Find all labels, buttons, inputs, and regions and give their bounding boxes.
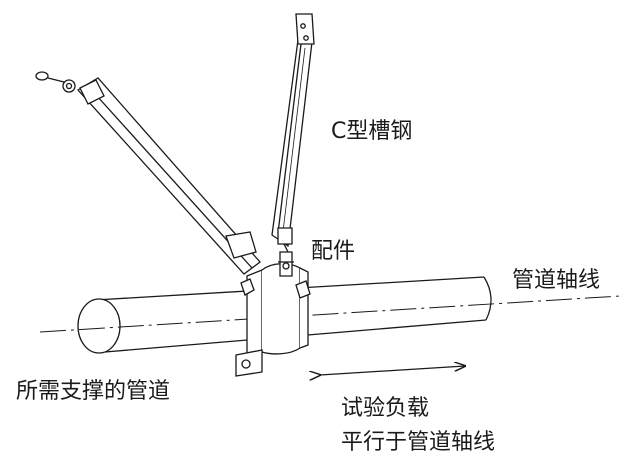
label-pipe-to-support: 所需支撑的管道 (16, 379, 171, 404)
label-c-channel: C型槽钢 (331, 119, 413, 144)
label-pipe-axis: 管道轴线 (512, 268, 601, 293)
label-parallel-to-axis: 平行于管道轴线 (341, 430, 496, 455)
diagonal-brace (35, 71, 261, 275)
test-load-arrow (320, 366, 465, 375)
hanging-ring (35, 71, 49, 81)
label-fitting: 配件 (311, 239, 356, 264)
pipe-clamp (235, 251, 311, 377)
pipe (77, 276, 492, 354)
vertical-c-channel (271, 13, 315, 253)
pipe-axis-line (39, 295, 621, 333)
pipe-far-end (483, 276, 492, 321)
label-test-load: 试验负载 (341, 396, 430, 421)
pipe-end-opening (77, 298, 121, 354)
